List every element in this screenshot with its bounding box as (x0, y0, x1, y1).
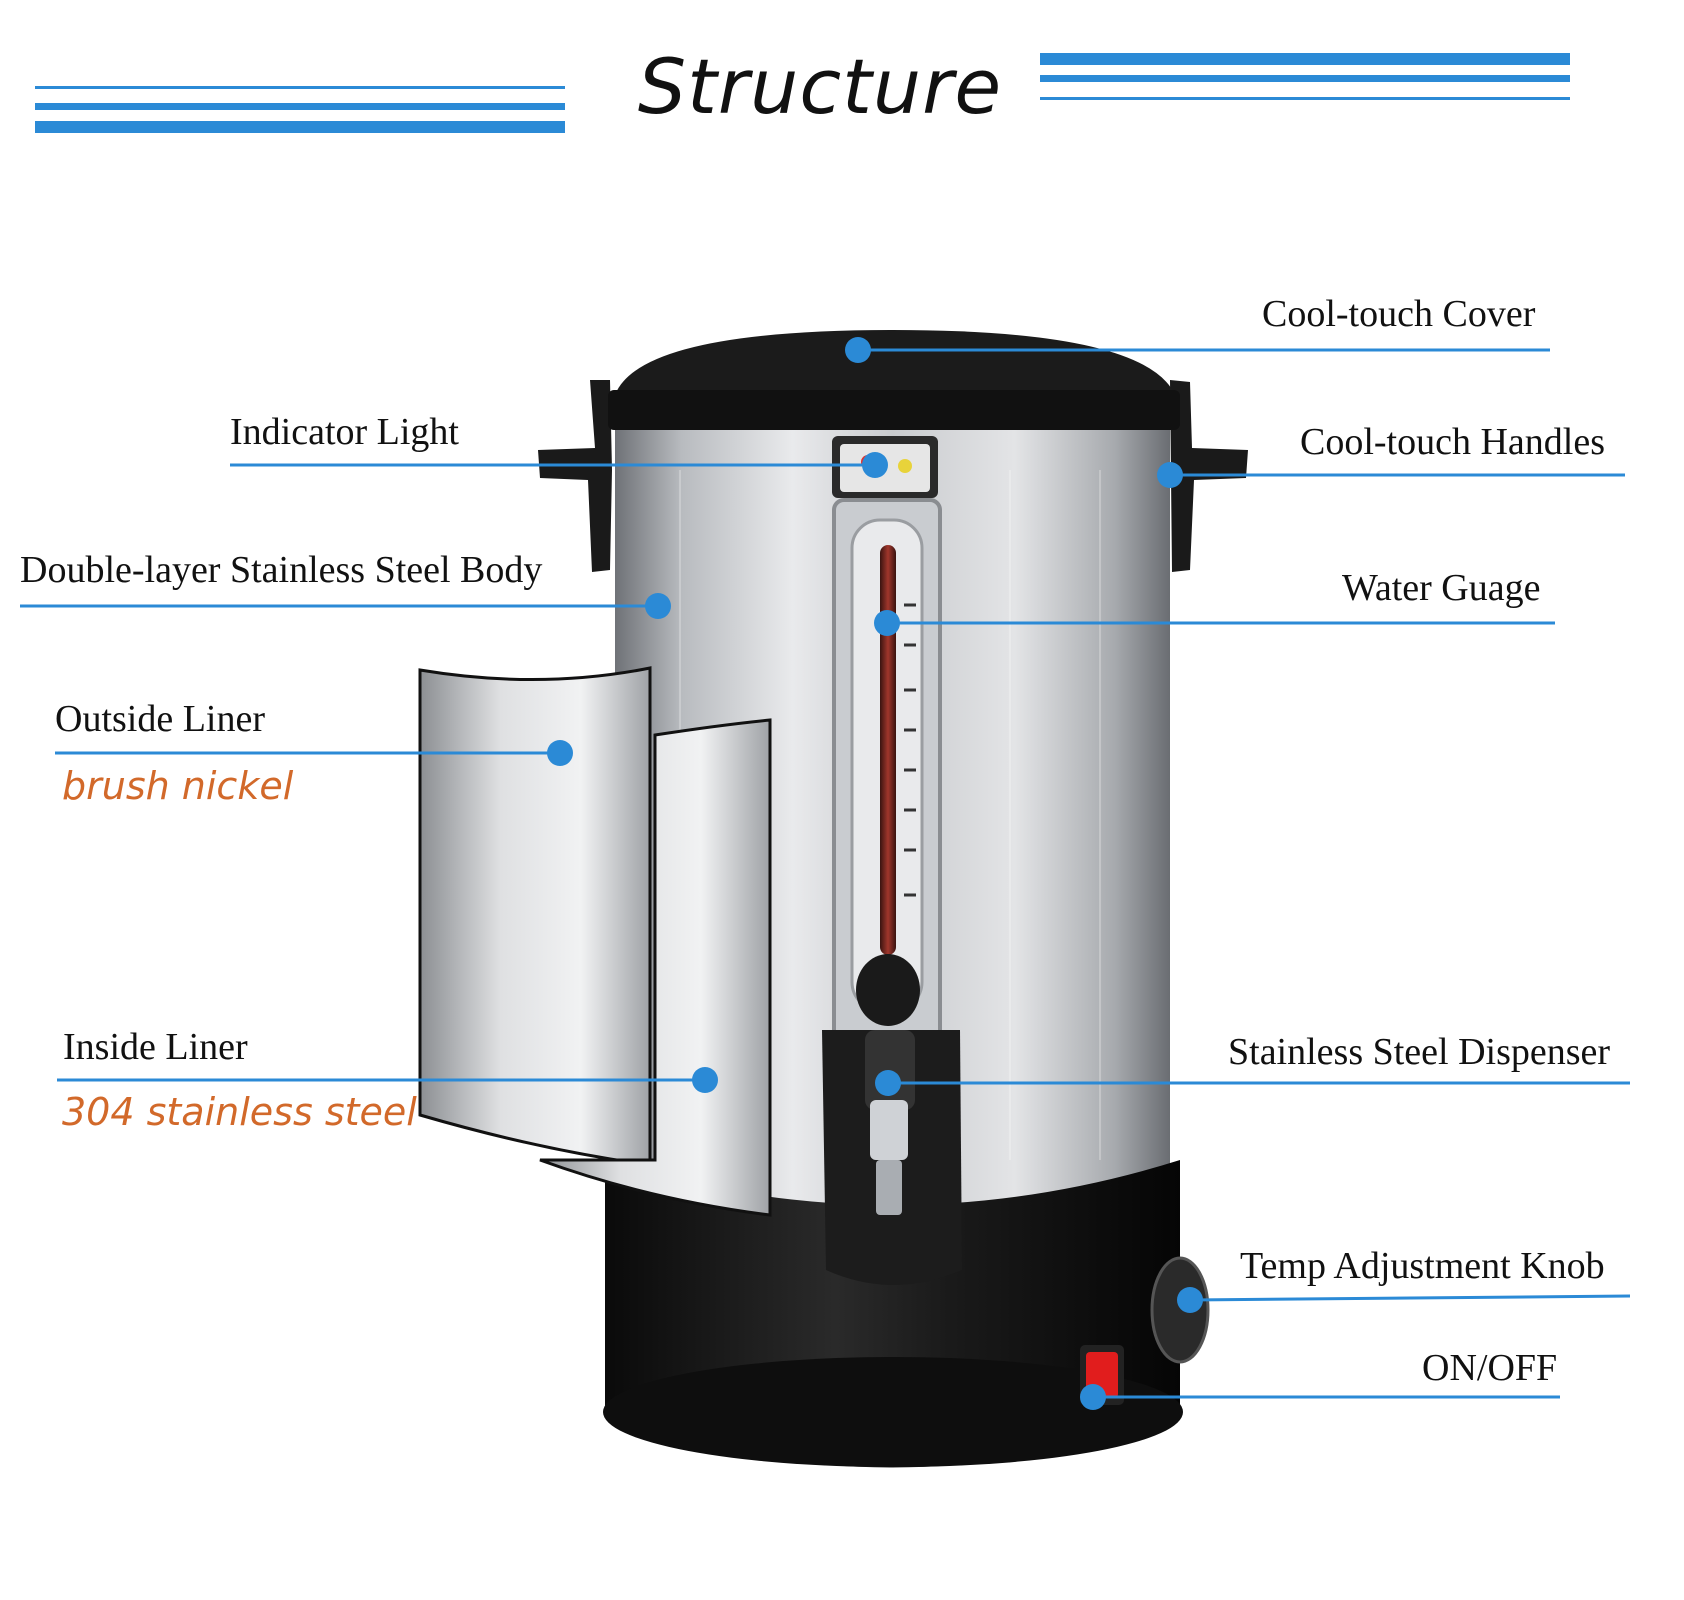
label-outside-liner-material: brush nickel (62, 764, 294, 808)
inside-liner-shape (539, 718, 772, 1217)
label-body: Double-layer Stainless Steel Body (20, 549, 543, 591)
title-rule-left-3 (35, 121, 565, 133)
title-rule-left-1 (35, 86, 565, 89)
title-rule-right-1 (1040, 53, 1570, 65)
label-dispenser: Stainless Steel Dispenser (1228, 1031, 1611, 1073)
label-temp-knob: Temp Adjustment Knob (1240, 1245, 1605, 1287)
page-title: Structure (637, 42, 1003, 131)
callout-dots (547, 337, 1203, 1410)
label-water-gauge: Water Guage (1342, 567, 1541, 609)
label-indicator-light: Indicator Light (230, 411, 459, 453)
title-rule-right-2 (1040, 75, 1570, 82)
label-on-off: ON/OFF (1422, 1347, 1558, 1389)
left-handle (538, 380, 612, 572)
title-rule-left-2 (35, 103, 565, 110)
label-cool-touch-cover: Cool-touch Cover (1262, 293, 1536, 335)
label-cool-touch-handles: Cool-touch Handles (1300, 421, 1606, 463)
label-inside-liner: Inside Liner (63, 1026, 248, 1068)
callout-lines (20, 348, 1631, 1399)
label-outside-liner: Outside Liner (55, 698, 266, 740)
lid (615, 330, 1175, 395)
label-inside-liner-material: 304 stainless steel (62, 1090, 417, 1134)
temp-knob-shape (1150, 1256, 1210, 1364)
title-rule-right-3 (1040, 97, 1570, 100)
outside-liner-shape (418, 666, 652, 1167)
